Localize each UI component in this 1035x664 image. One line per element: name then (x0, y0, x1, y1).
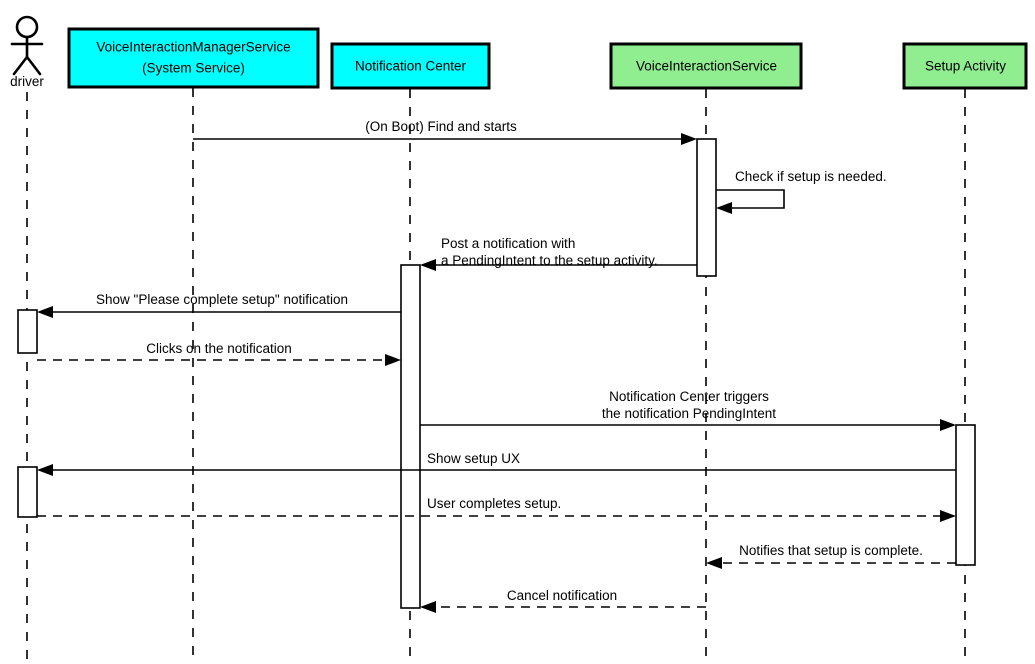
participant-label-vis: VoiceInteractionService (636, 59, 777, 74)
message-post-a-notification[interactable]: Post a notification with a PendingIntent… (420, 236, 697, 271)
message-check-if-setup-is-needed[interactable]: Check if setup is needed. (716, 169, 887, 214)
message-label-m3-line1: Post a notification with (441, 236, 575, 251)
participant-box-notification-center[interactable] (330, 42, 491, 90)
actor-leg-left-icon (12, 55, 29, 76)
message-line-m2-self (716, 189, 785, 209)
actor-driver[interactable]: driver (10, 15, 44, 89)
arrowhead-m5 (385, 354, 401, 366)
message-on-boot-find-and-starts[interactable]: (On Boot) Find and starts (193, 119, 697, 145)
message-label-m6-line2: the notification PendingIntent (602, 406, 776, 421)
message-label-m1: (On Boot) Find and starts (365, 119, 517, 134)
message-cancel-notification[interactable]: Cancel notification (420, 588, 706, 613)
participant-notification-center[interactable]: Notification Center (330, 42, 491, 90)
message-label-m10: Cancel notification (507, 588, 617, 603)
message-show-setup-ux[interactable]: Show setup UX (37, 451, 956, 476)
arrowhead-m8 (940, 510, 956, 522)
message-label-m6-line1: Notification Center triggers (609, 389, 769, 404)
arrowhead-m2 (716, 202, 732, 214)
arrowhead-m7 (37, 464, 53, 476)
activation-driver-1 (17, 309, 38, 354)
participant-label-vims-line1: VoiceInteractionManagerService (96, 40, 290, 55)
actor-label-driver: driver (10, 74, 44, 89)
actor-head-icon (15, 15, 39, 39)
participant-box-vims[interactable] (67, 27, 320, 89)
message-notification-center-triggers-pendingintent[interactable]: Notification Center triggers the notific… (420, 389, 956, 431)
arrowhead-m6 (940, 419, 956, 431)
message-clicks-on-the-notification[interactable]: Clicks on the notification (37, 341, 401, 366)
participant-voiceinteractionservice[interactable]: VoiceInteractionService (609, 42, 803, 90)
message-label-m4: Show "Please complete setup" notificatio… (96, 292, 348, 307)
message-label-m2: Check if setup is needed. (735, 169, 887, 184)
activation-driver-2 (17, 466, 38, 518)
message-show-please-complete-setup-notification[interactable]: Show "Please complete setup" notificatio… (37, 292, 401, 318)
message-label-m7: Show setup UX (427, 451, 520, 466)
arrowhead-m10 (420, 601, 436, 613)
activation-setup-activity-1 (955, 424, 976, 566)
activation-notification-center-1 (400, 264, 421, 609)
message-label-m8: User completes setup. (427, 496, 561, 511)
arrowhead-m4 (37, 306, 53, 318)
activation-bars (17, 138, 976, 609)
participant-label-vims-line2: (System Service) (142, 61, 245, 76)
arrowhead-m1 (681, 133, 697, 145)
participant-voiceinteractionmanagerservice[interactable]: VoiceInteractionManagerService (System S… (67, 27, 320, 89)
participant-box-setup-activity[interactable] (902, 42, 1028, 90)
actor-leg-right-icon (25, 55, 42, 76)
arrowhead-m9 (706, 557, 722, 569)
participant-setup-activity[interactable]: Setup Activity (902, 42, 1028, 90)
message-label-m9: Notifies that setup is complete. (739, 543, 923, 558)
arrowhead-m3 (420, 259, 436, 271)
message-label-m5: Clicks on the notification (146, 341, 292, 356)
message-label-m3-line2: a PendingIntent to the setup activity. (441, 253, 658, 268)
participant-label-notification-center: Notification Center (355, 59, 467, 74)
activation-voiceinteractionservice-1 (696, 138, 717, 277)
message-notifies-setup-complete[interactable]: Notifies that setup is complete. (706, 543, 956, 569)
participant-label-setup-activity: Setup Activity (925, 59, 1006, 74)
participant-box-vis[interactable] (609, 42, 803, 90)
message-user-completes-setup[interactable]: User completes setup. (37, 496, 956, 522)
